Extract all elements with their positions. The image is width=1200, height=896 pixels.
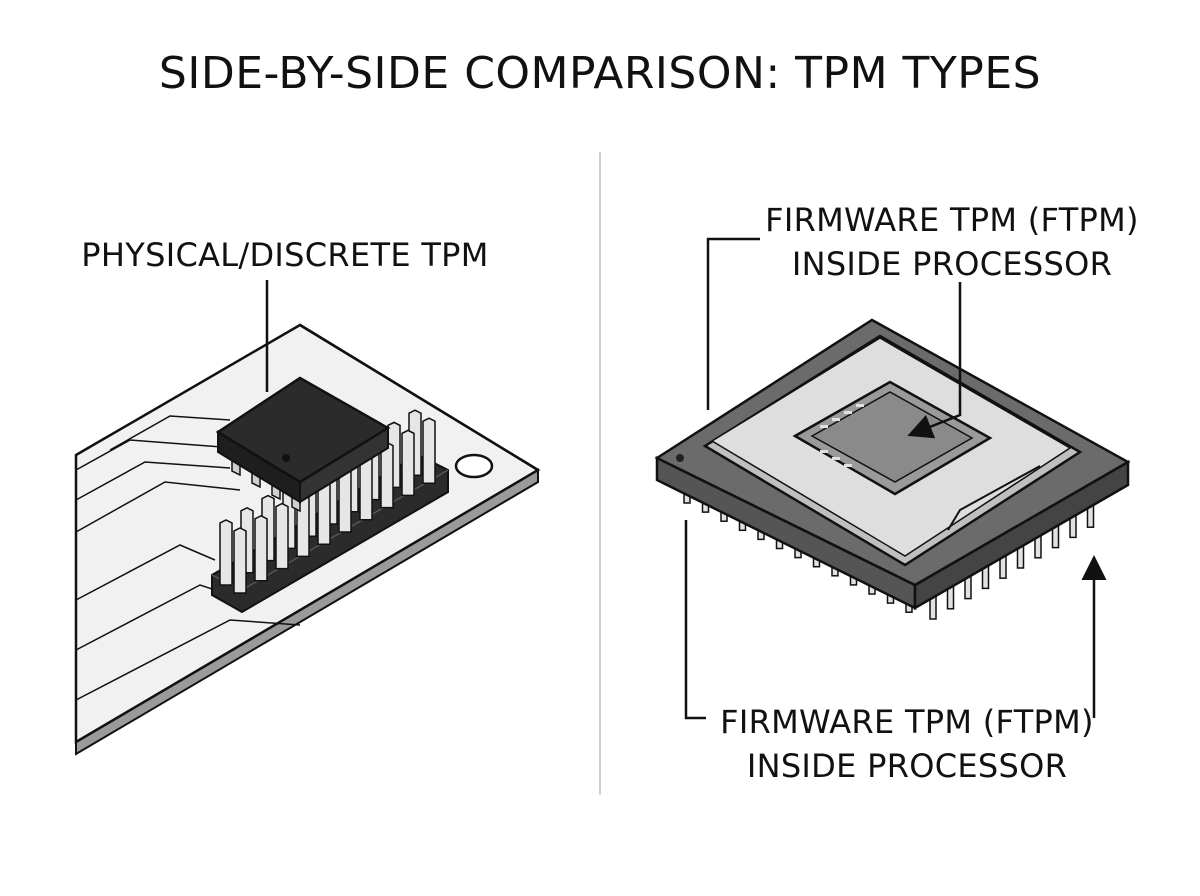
ftpm-label-top: FIRMWARE TPM (FTPM) INSIDE PROCESSOR	[752, 198, 1152, 286]
header-pin	[275, 502, 289, 570]
discrete-tpm-chip	[215, 376, 391, 513]
header-pin	[219, 519, 233, 586]
header-pin	[401, 429, 415, 497]
header-pin	[254, 514, 268, 582]
header-pin	[380, 441, 394, 509]
page-title: SIDE-BY-SIDE COMPARISON: TPM TYPES	[158, 48, 1042, 99]
ftpm-label-bottom-line1: FIRMWARE TPM (FTPM)	[720, 703, 1094, 741]
header-pin	[422, 417, 436, 484]
ftpm-label-bottom-line2: INSIDE PROCESSOR	[746, 747, 1068, 785]
ftpm-top-callout-line	[706, 237, 760, 410]
ftpm-bottom-callout-line	[684, 520, 706, 720]
processor-package	[654, 318, 1131, 620]
discrete-tpm-label-text: PHYSICAL/DISCRETE TPM	[81, 236, 489, 274]
discrete-tpm-label: PHYSICAL/DISCRETE TPM	[70, 233, 500, 277]
ftpm-label-bottom: FIRMWARE TPM (FTPM) INSIDE PROCESSOR	[712, 700, 1102, 788]
header-pin	[233, 527, 247, 594]
ftpm-label-top-line1: FIRMWARE TPM (FTPM)	[765, 201, 1139, 239]
ftpm-top-arrow	[907, 282, 962, 439]
ftpm-label-top-line2: INSIDE PROCESSOR	[791, 245, 1113, 283]
mounting-hole	[454, 453, 494, 479]
